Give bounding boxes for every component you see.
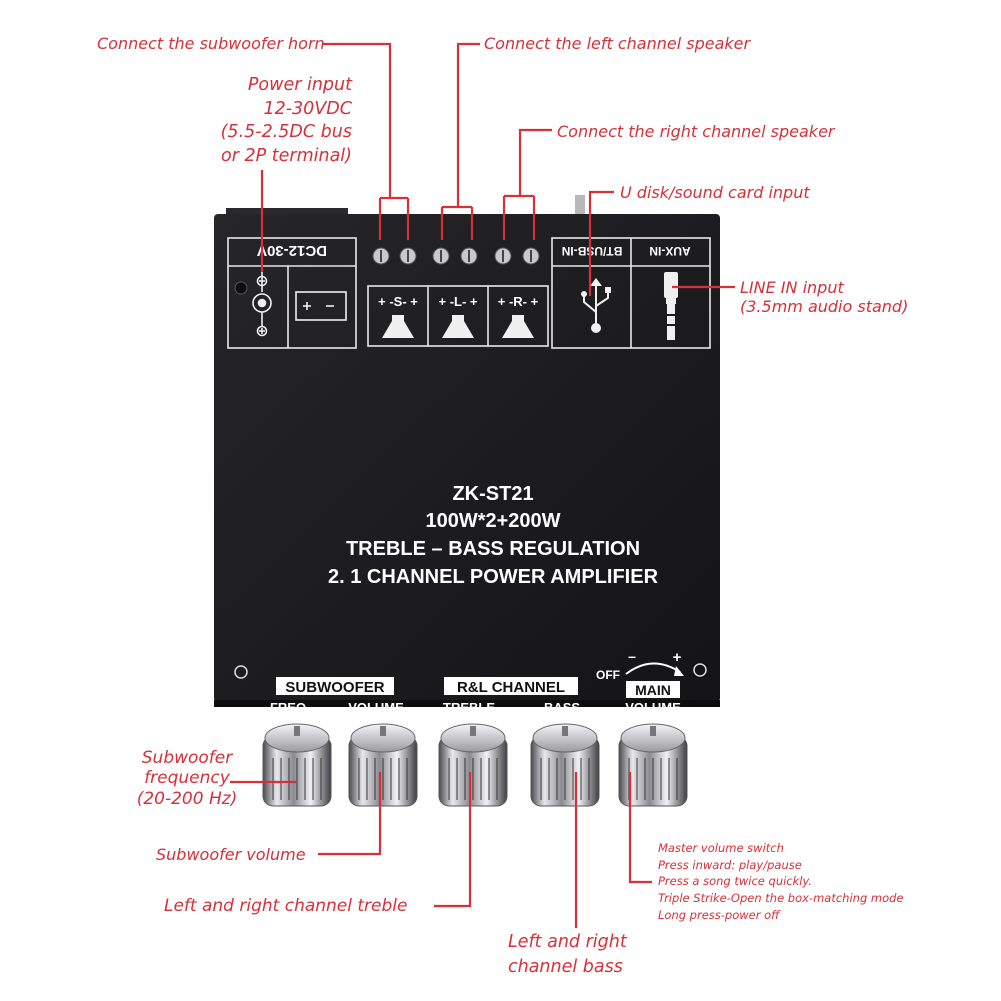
sub-frequency-line: (20-200 Hz) <box>136 788 238 809</box>
audio-plug-icon <box>664 272 678 340</box>
master-line: Triple Strike-Open the box-matching mode <box>658 891 904 906</box>
callout-left-speaker: Connect the left channel speaker <box>484 34 751 53</box>
terminal-l-label: + -L- + <box>438 294 477 309</box>
callout-u-disk: U disk/sound card input <box>620 183 810 202</box>
main-group-label: MAIN <box>635 682 671 698</box>
screw-terminals <box>372 247 540 265</box>
bass-line: Left and right <box>508 932 627 952</box>
callout-sub-frequency: Subwoofer frequency (20-200 Hz) <box>122 748 252 809</box>
callout-treble: Left and right channel treble <box>164 896 408 916</box>
bass-line: channel bass <box>508 956 623 977</box>
usb-icon <box>581 278 611 333</box>
power-rating: 100W*2+200W <box>425 510 560 532</box>
callout-power-input: Power input 12-30VDC (5.5-2.5DC bus or 2… <box>180 74 352 169</box>
sub-frequency-line: Subwoofer <box>141 748 233 768</box>
battery-icon <box>295 291 347 321</box>
callout-sub-volume: Subwoofer volume <box>156 845 306 864</box>
mount-hole-icon <box>234 281 248 295</box>
master-line: Long press-power off <box>658 907 780 922</box>
bass-knob[interactable] <box>530 723 600 807</box>
amplifier-board <box>214 214 720 702</box>
minus-label: – <box>628 648 636 664</box>
master-line: Master volume switch <box>658 841 784 855</box>
knobs <box>262 723 688 807</box>
power-input-line: 12-30VDC <box>263 98 352 119</box>
off-label: OFF <box>596 668 620 682</box>
line-in-line: LINE IN input <box>740 278 844 297</box>
callout-right-speaker: Connect the right channel speaker <box>557 122 835 141</box>
knob-labels: FREQ VOLUME TREBLE BASS VOLUME <box>270 700 681 715</box>
sub-frequency-line: frequency <box>144 768 230 789</box>
main-volume-indicator: OFF – + <box>596 648 684 682</box>
subwoofer-group-label: SUBWOOFER <box>285 679 384 696</box>
knob-label-main-volume: VOLUME <box>625 700 681 715</box>
knob-label-treble: TREBLE <box>443 700 495 715</box>
callout-line-in: LINE IN input (3.5mm audio stand) <box>740 278 908 316</box>
arrow-icon <box>674 666 684 676</box>
knob-group-labels: SUBWOOFER R&L CHANNEL MAIN <box>276 677 680 698</box>
usb-port-edge <box>575 195 585 223</box>
speaker-icon <box>502 315 534 338</box>
callout-master-volume: Master volume switch Press inward: play/… <box>658 840 904 923</box>
silkscreen-lines <box>227 237 711 349</box>
model-name: ZK-ST21 <box>452 483 533 505</box>
knob-label-volume: VOLUME <box>348 700 404 715</box>
sub-volume-knob[interactable] <box>348 723 418 807</box>
speaker-icon <box>442 315 474 338</box>
power-input-line: Power input <box>247 75 352 95</box>
terminal-r-label: + -R- + <box>498 294 539 309</box>
mount-hole-icon <box>693 663 707 677</box>
rl-channel-group-label: R&L CHANNEL <box>457 679 565 696</box>
freq-knob[interactable] <box>262 723 332 807</box>
dc-jack-icon <box>252 266 272 337</box>
board-title: ZK-ST21 100W*2+200W TREBLE – BASS REGULA… <box>328 483 659 588</box>
master-line: Press inward: play/pause <box>658 857 802 872</box>
aux-in-label: AUX-IN <box>649 244 690 258</box>
terminal-s-label: + -S- + <box>378 294 418 309</box>
dc-voltage-label: DC12-30V <box>257 242 327 259</box>
knob-label-freq: FREQ <box>270 700 306 715</box>
speaker-icon <box>382 315 414 338</box>
bt-usb-label: BT/USB-IN <box>562 244 623 258</box>
callout-lines <box>230 42 735 928</box>
callout-bass: Left and right channel bass <box>508 930 627 979</box>
knob-label-bass: BASS <box>544 700 580 715</box>
callout-subwoofer-horn: Connect the subwoofer horn <box>97 34 325 53</box>
channel-description: 2. 1 CHANNEL POWER AMPLIFIER <box>328 566 659 588</box>
plus-label: + <box>673 649 682 666</box>
line-in-line: (3.5mm audio stand) <box>740 297 909 317</box>
tone-regulation: TREBLE – BASS REGULATION <box>346 538 640 560</box>
treble-knob[interactable] <box>438 723 508 807</box>
speaker-icons <box>382 315 534 338</box>
master-line: Press a song twice quickly. <box>658 874 813 889</box>
mount-hole-icon <box>234 665 248 679</box>
power-input-line: or 2P terminal) <box>221 145 352 166</box>
power-input-line: (5.5-2.5DC bus <box>220 122 352 143</box>
